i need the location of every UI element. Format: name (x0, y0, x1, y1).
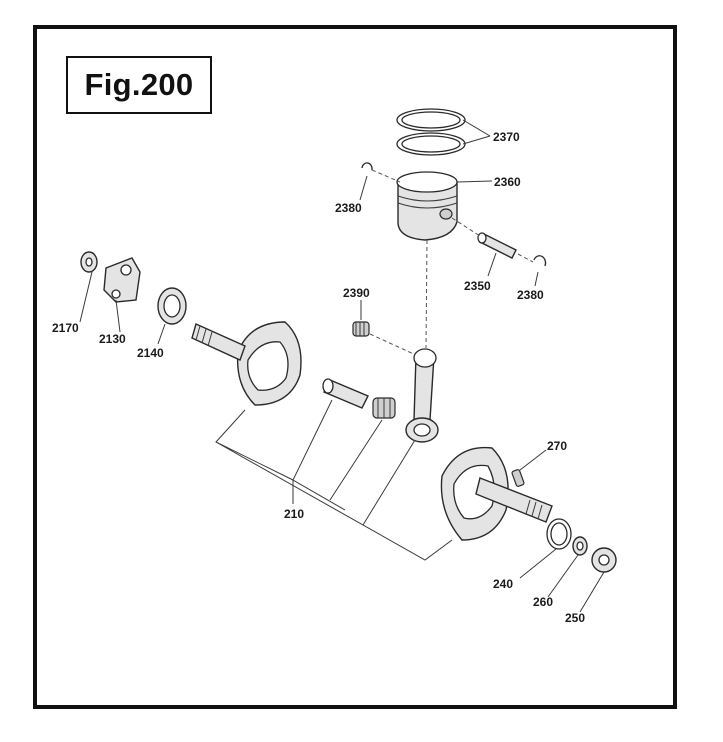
nut-2170 (80, 251, 98, 273)
part-label-2390: 2390 (343, 286, 370, 300)
needle-bearing-small (352, 321, 370, 337)
part-label-2360: 2360 (494, 175, 521, 189)
nut-250 (591, 547, 617, 573)
part-label-210: 210 (284, 507, 304, 521)
circlip-right (533, 255, 547, 267)
piston (396, 171, 458, 241)
circlip-left (361, 162, 373, 171)
part-label-2380-left: 2380 (335, 201, 362, 215)
crank-pin (322, 378, 369, 409)
part-label-2130: 2130 (99, 332, 126, 346)
crank-half-left (191, 321, 302, 406)
piston-pin (477, 232, 517, 259)
spacer-260 (572, 536, 588, 556)
part-label-2170: 2170 (52, 321, 79, 335)
figure-title: Fig.200 (84, 67, 194, 102)
part-label-240: 240 (493, 577, 513, 591)
part-label-2380-right: 2380 (517, 288, 544, 302)
part-label-270: 270 (547, 439, 567, 453)
piston-rings (396, 108, 466, 156)
key-270 (511, 469, 525, 487)
bracket-2130 (103, 257, 141, 303)
connecting-rod (405, 348, 439, 443)
part-label-2350: 2350 (464, 279, 491, 293)
figure-title-box: Fig.200 (66, 56, 212, 114)
part-label-260: 260 (533, 595, 553, 609)
part-label-2140: 2140 (137, 346, 164, 360)
washer-240 (546, 518, 572, 550)
part-label-250: 250 (565, 611, 585, 625)
crank-half-right (440, 446, 553, 541)
needle-bearing-big (372, 397, 396, 419)
part-label-2370: 2370 (493, 130, 520, 144)
diagram-frame (33, 25, 677, 709)
washer-2140 (157, 287, 187, 325)
